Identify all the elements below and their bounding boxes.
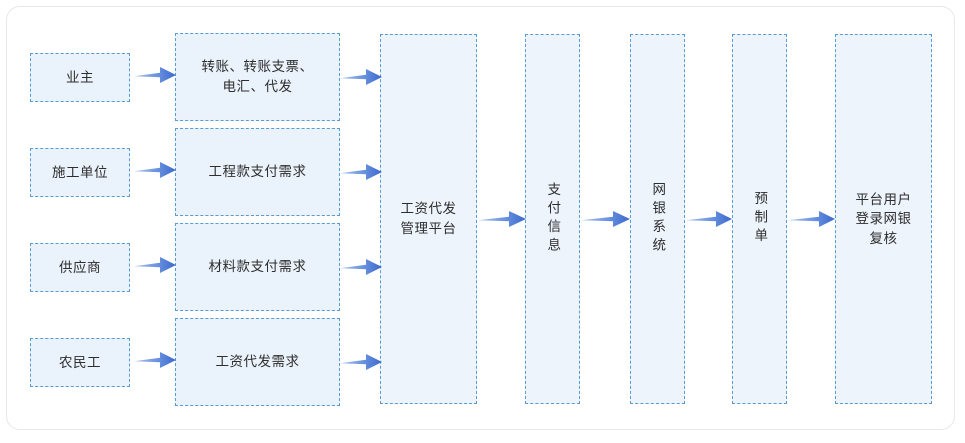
arrow-construction-unit-to-project-demand xyxy=(134,159,176,181)
node-owner-label: 业主 xyxy=(66,69,94,85)
arrow-project-demand-to-platform xyxy=(340,161,382,183)
node-owner[interactable]: 业主 xyxy=(30,53,130,102)
node-material-payment-demand-label: 材料款支付需求 xyxy=(208,259,307,275)
node-construction-unit-label: 施工单位 xyxy=(52,164,108,180)
arrow-material-demand-to-platform xyxy=(340,256,382,278)
node-material-payment-demand[interactable]: 材料款支付需求 xyxy=(175,223,340,311)
arrow-owner-to-transfer-methods xyxy=(134,64,176,86)
node-transfer-methods-label: 转账、转账支票、 电汇、代发 xyxy=(201,59,314,94)
arrow-payment-info-to-online-banking xyxy=(581,208,630,230)
node-salary-platform-label: 工资代发 管理平台 xyxy=(400,201,457,236)
node-supplier-label: 供应商 xyxy=(59,259,101,275)
node-payment-info[interactable]: 支付信息 xyxy=(525,34,580,404)
node-migrant-worker[interactable]: 农民工 xyxy=(30,338,130,387)
node-online-banking-system-label: 网银系统 xyxy=(650,182,666,256)
node-project-payment-demand-label: 工程款支付需求 xyxy=(208,164,307,180)
node-construction-unit[interactable]: 施工单位 xyxy=(30,148,130,197)
node-prepared-order-label: 预制单 xyxy=(752,191,768,247)
node-platform-user-review-label: 平台用户 登录网银 复核 xyxy=(855,191,912,246)
arrow-prepared-order-to-user-review xyxy=(788,208,835,230)
node-payment-info-label: 支付信息 xyxy=(545,182,561,256)
arrow-migrant-worker-to-salary-demand xyxy=(134,349,176,371)
node-salary-platform[interactable]: 工资代发 管理平台 xyxy=(380,34,477,404)
node-salary-payment-demand[interactable]: 工资代发需求 xyxy=(175,318,340,406)
arrow-transfer-methods-to-platform xyxy=(340,66,382,88)
arrow-platform-to-payment-info xyxy=(478,208,526,230)
node-transfer-methods[interactable]: 转账、转账支票、 电汇、代发 xyxy=(175,33,340,121)
node-supplier[interactable]: 供应商 xyxy=(30,243,130,292)
node-project-payment-demand[interactable]: 工程款支付需求 xyxy=(175,128,340,216)
arrow-online-banking-to-prepared-order xyxy=(686,208,732,230)
node-migrant-worker-label: 农民工 xyxy=(59,354,101,370)
node-online-banking-system[interactable]: 网银系统 xyxy=(630,34,685,404)
node-salary-payment-demand-label: 工资代发需求 xyxy=(215,354,300,370)
node-platform-user-review[interactable]: 平台用户 登录网银 复核 xyxy=(835,34,932,404)
arrow-salary-demand-to-platform xyxy=(340,351,382,373)
node-prepared-order[interactable]: 预制单 xyxy=(732,34,787,404)
arrow-supplier-to-material-demand xyxy=(134,254,176,276)
